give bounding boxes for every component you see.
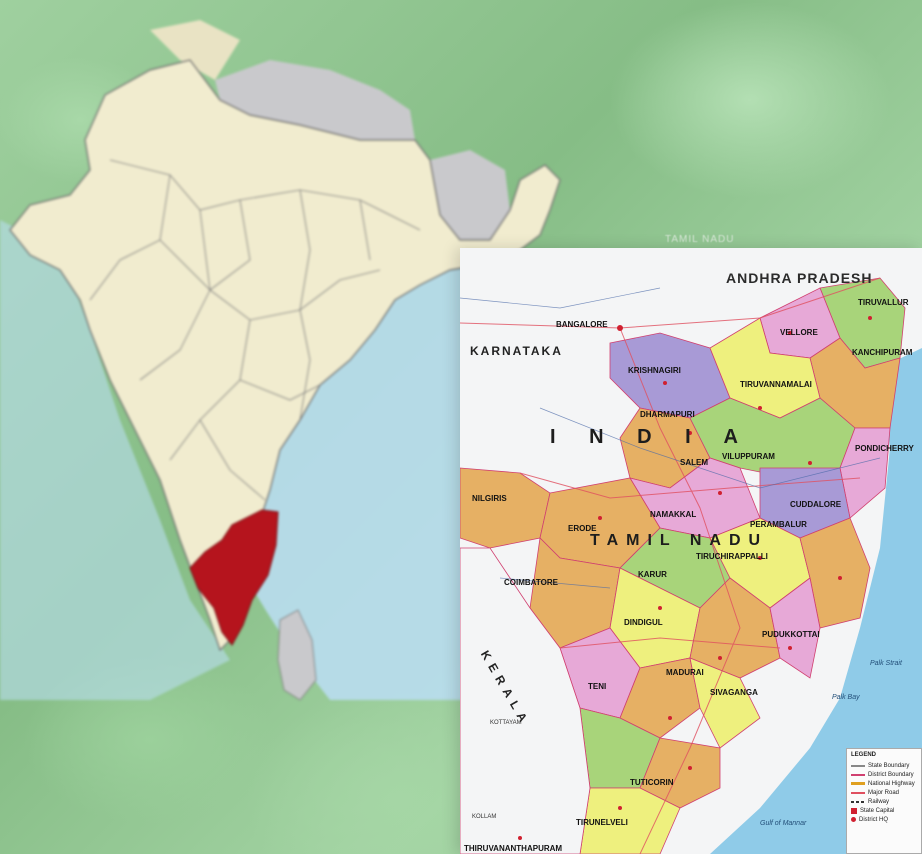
sri-lanka <box>277 609 317 701</box>
roads <box>460 277 881 854</box>
label-tirunelveli: TIRUNELVELI <box>576 818 628 827</box>
northern-region <box>150 20 240 80</box>
label-dharmapuri: DHARMAPURI <box>640 410 695 419</box>
map-title-faded: TAMIL NADU <box>665 234 735 245</box>
label-tiruvannamalai: TIRUVANNAMALAI <box>740 380 812 389</box>
label-kollam: KOLLAM <box>472 814 497 820</box>
town-dots <box>518 316 872 840</box>
legend-label: Major Road <box>868 789 900 796</box>
nepal-region <box>215 60 415 140</box>
label-nilgiris: NILGIRIS <box>472 494 507 503</box>
label-coimbatore: COIMBATORE <box>504 578 558 587</box>
label-thiruvananthapuram: THIRUVANANTHAPURAM <box>464 844 563 853</box>
label-pudukkottai: PUDUKKOTTAI <box>762 630 820 639</box>
label-madurai: MADURAI <box>666 668 704 677</box>
legend-label: District Boundary <box>868 771 914 778</box>
legend-swatch <box>851 791 865 794</box>
arabian-sea <box>0 220 230 700</box>
bay-of-bengal <box>710 348 922 854</box>
label-kottayam: KOTTAYAM <box>490 720 522 726</box>
label-tuticorin: TUTICORIN <box>630 778 674 787</box>
legend-row: Railway <box>851 797 917 806</box>
tamil-nadu-highlight <box>189 509 279 646</box>
label-sivaganga: SIVAGANGA <box>710 688 758 697</box>
legend-swatch <box>851 764 865 767</box>
legend-label: State Boundary <box>868 762 910 769</box>
label-bangalore: BANGALORE <box>556 320 608 329</box>
legend-label: Railway <box>868 798 890 805</box>
label-karnataka: KARNATAKA <box>470 344 563 358</box>
label-theni: TENI <box>588 682 607 691</box>
legend-row: District HQ <box>851 815 917 824</box>
label-palk-bay: Palk Bay <box>832 694 860 701</box>
label-namakkal: NAMAKKAL <box>650 510 697 519</box>
district-map-svg <box>460 248 922 854</box>
label-india: I N D I A <box>550 426 752 448</box>
bangladesh-region <box>430 150 510 240</box>
label-krishnagiri: KRISHNAGIRI <box>628 366 681 375</box>
label-kanchipuram: KANCHIPURAM <box>852 348 913 357</box>
legend-label: District HQ <box>859 816 888 823</box>
district-polygons <box>460 277 906 854</box>
rivers <box>460 287 881 589</box>
legend-swatch <box>851 817 856 822</box>
legend-swatch <box>851 807 857 814</box>
legend-swatch <box>851 782 865 785</box>
label-cuddalore: CUDDALORE <box>790 500 842 509</box>
legend-row: State Capital <box>851 806 917 815</box>
legend-row: Major Road <box>851 788 917 797</box>
tamil-nadu-district-map: ANDHRA PRADESH KARNATAKA I N D I A TAMIL… <box>460 248 922 854</box>
legend-label: National Highway <box>868 780 915 787</box>
label-salem: SALEM <box>680 458 708 467</box>
label-gulf-of-mannar: Gulf of Mannar <box>760 820 807 827</box>
label-dindigul: DINDIGUL <box>624 618 663 627</box>
legend-row: National Highway <box>851 779 917 788</box>
label-tamil-nadu: TAMIL NADU <box>590 532 769 549</box>
legend-row: State Boundary <box>851 761 917 770</box>
legend-label: State Capital <box>860 807 895 814</box>
label-perambalur: PERAMBALUR <box>750 520 807 529</box>
label-villupuram: VILUPPURAM <box>722 452 775 461</box>
legend-title: LEGEND <box>851 752 877 758</box>
label-palk-strait: Palk Strait <box>870 660 902 667</box>
label-karur: KARUR <box>638 570 667 579</box>
state-borders <box>89 159 421 501</box>
label-tiruvallur: TIRUVALLUR <box>858 298 909 307</box>
india-landmass <box>9 59 561 652</box>
label-tiruchirappalli: TIRUCHIRAPPALLI <box>696 552 768 561</box>
label-vellore: VELLORE <box>780 328 818 337</box>
legend-row: District Boundary <box>851 770 917 779</box>
legend-swatch <box>851 773 865 776</box>
label-erode: ERODE <box>568 524 597 533</box>
label-pondicherry: PONDICHERRY <box>855 444 914 453</box>
label-andhra-pradesh: ANDHRA PRADESH <box>726 270 873 286</box>
map-legend: LEGEND State Boundary District Boundary … <box>846 748 922 854</box>
legend-swatch <box>851 800 865 803</box>
